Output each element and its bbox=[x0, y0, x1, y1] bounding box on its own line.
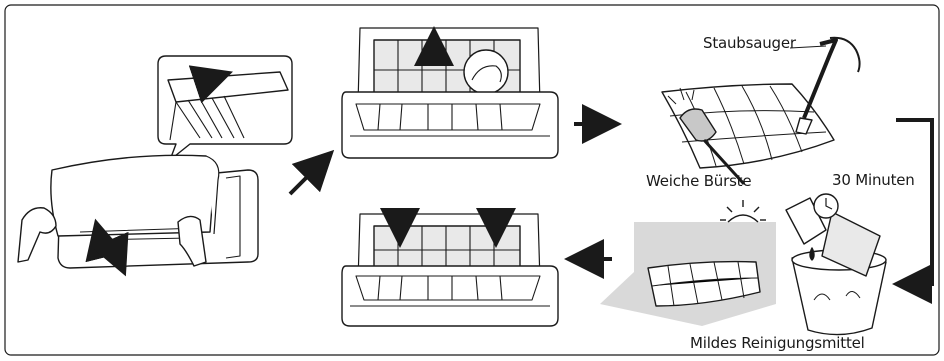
vacuum-label: Staubsauger bbox=[703, 34, 796, 52]
detergent-label: Mildes Reinigungsmittel bbox=[690, 334, 865, 352]
water-drop-icon bbox=[810, 248, 814, 260]
step-remove-filter bbox=[342, 28, 558, 158]
wait-time-label: 30 Minuten bbox=[832, 171, 915, 189]
step-reinsert-filter bbox=[342, 214, 558, 326]
brush-label: Weiche Bürste bbox=[646, 172, 751, 190]
zoom-callout bbox=[158, 56, 292, 160]
